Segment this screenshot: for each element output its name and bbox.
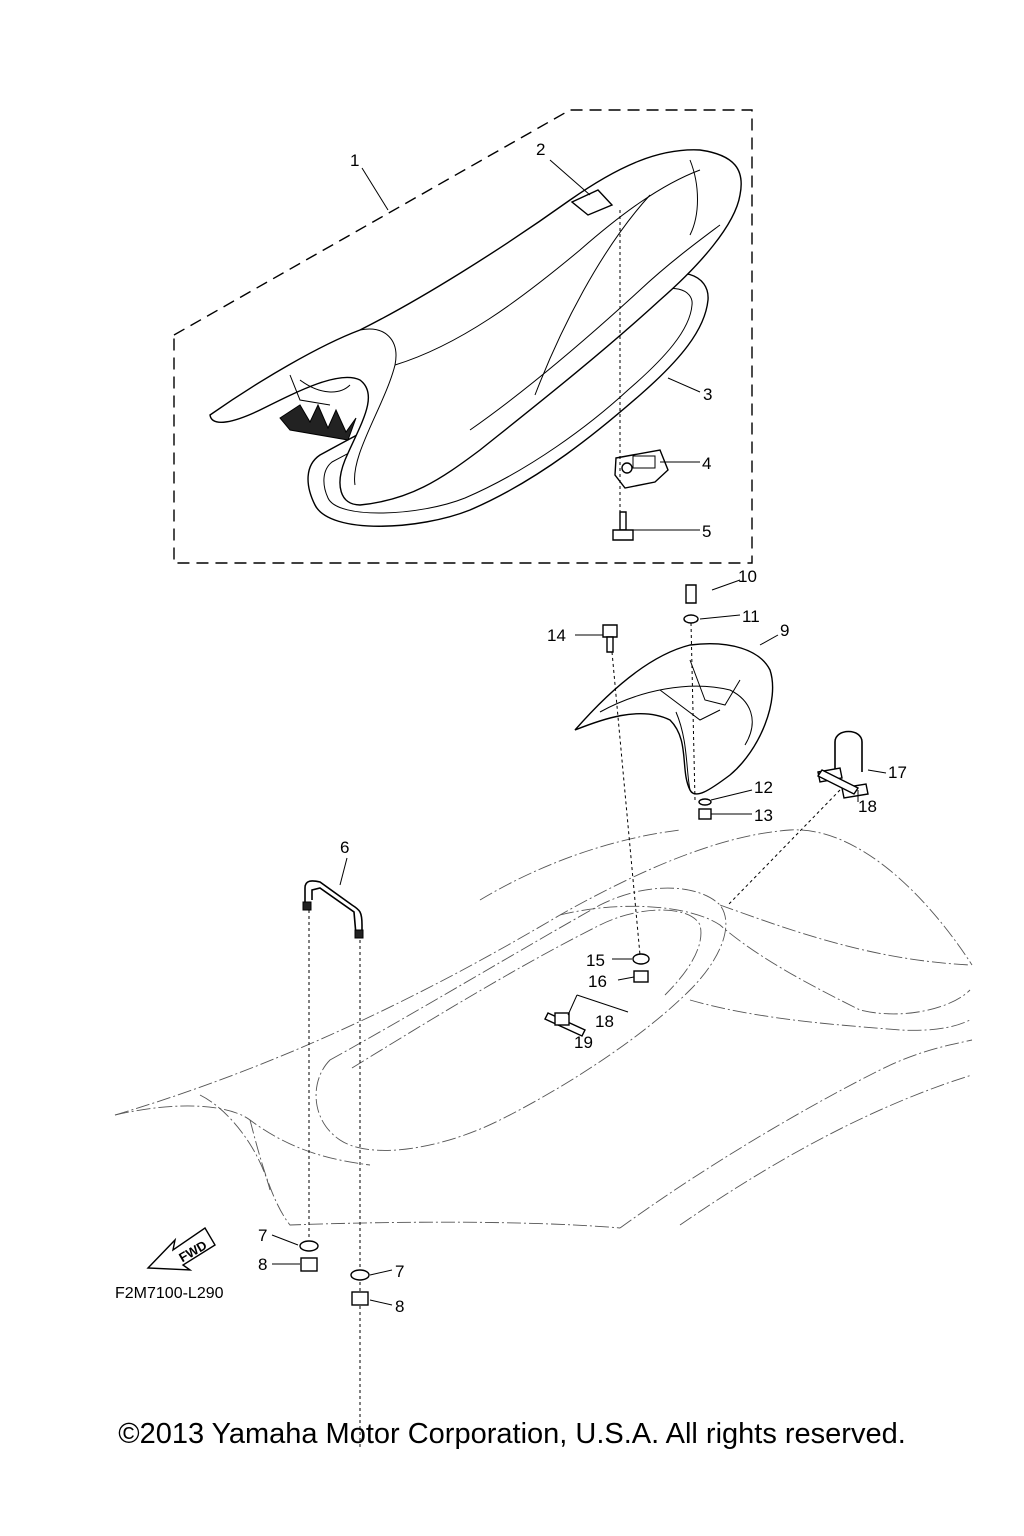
- cover-washer-top: [683, 614, 699, 624]
- callout-14: 14: [547, 626, 566, 645]
- seat-bracket-bolt: [612, 511, 634, 541]
- callout-8b: 8: [395, 1297, 404, 1316]
- callout-9: 9: [780, 621, 789, 640]
- diagram-reference-code: F2M7100-L290: [115, 1285, 224, 1302]
- tie-plate-top: [816, 769, 860, 795]
- callout-16: 16: [588, 972, 607, 991]
- grab-handle: [302, 880, 364, 939]
- grommet-15: [632, 953, 650, 965]
- nut-19: [554, 1012, 570, 1026]
- nut-left: [300, 1257, 318, 1272]
- callout-12: 12: [754, 778, 773, 797]
- rear-storage-cover: [574, 643, 774, 795]
- leader-lines: [271, 159, 887, 1306]
- cover-washer-bottom: [698, 798, 712, 806]
- seat-assembly-boundary: [173, 109, 753, 564]
- callout-19: 19: [574, 1033, 593, 1052]
- hull-deck-outline: [114, 829, 973, 1229]
- grommet-right: [350, 1269, 370, 1281]
- callout-numbers: 1 2 3 4 5 10 11 14 9 12 13 17 18 6 15 16…: [115, 140, 907, 1316]
- callout-3: 3: [703, 385, 712, 404]
- forward-arrow: FWD: [146, 1226, 216, 1271]
- callout-8a: 8: [258, 1255, 267, 1274]
- cover-bolt-axis: [611, 651, 641, 956]
- seat-cushion: [209, 149, 742, 506]
- callout-7a: 7: [258, 1226, 267, 1245]
- callout-17: 17: [888, 763, 907, 782]
- callout-2: 2: [536, 140, 545, 159]
- callout-18a: 18: [858, 797, 877, 816]
- callout-4: 4: [702, 454, 711, 473]
- callout-11: 11: [742, 607, 760, 626]
- cover-bolt-side: [602, 624, 618, 653]
- seat-latch-bracket: [614, 449, 669, 489]
- nut-right: [351, 1291, 369, 1306]
- cover-nut: [698, 808, 712, 820]
- grommet-left: [299, 1240, 319, 1252]
- callout-6: 6: [340, 838, 349, 857]
- callout-18b: 18: [595, 1012, 614, 1031]
- callout-13: 13: [754, 806, 773, 825]
- callout-5: 5: [702, 522, 711, 541]
- copyright-notice: ©2013 Yamaha Motor Corporation, U.S.A. A…: [118, 1418, 906, 1450]
- callout-7b: 7: [395, 1262, 404, 1281]
- callout-10: 10: [738, 567, 757, 586]
- callout-15: 15: [586, 951, 605, 970]
- callout-1: 1: [350, 151, 359, 170]
- cover-bolt-top: [685, 584, 697, 604]
- nut-16: [633, 970, 649, 983]
